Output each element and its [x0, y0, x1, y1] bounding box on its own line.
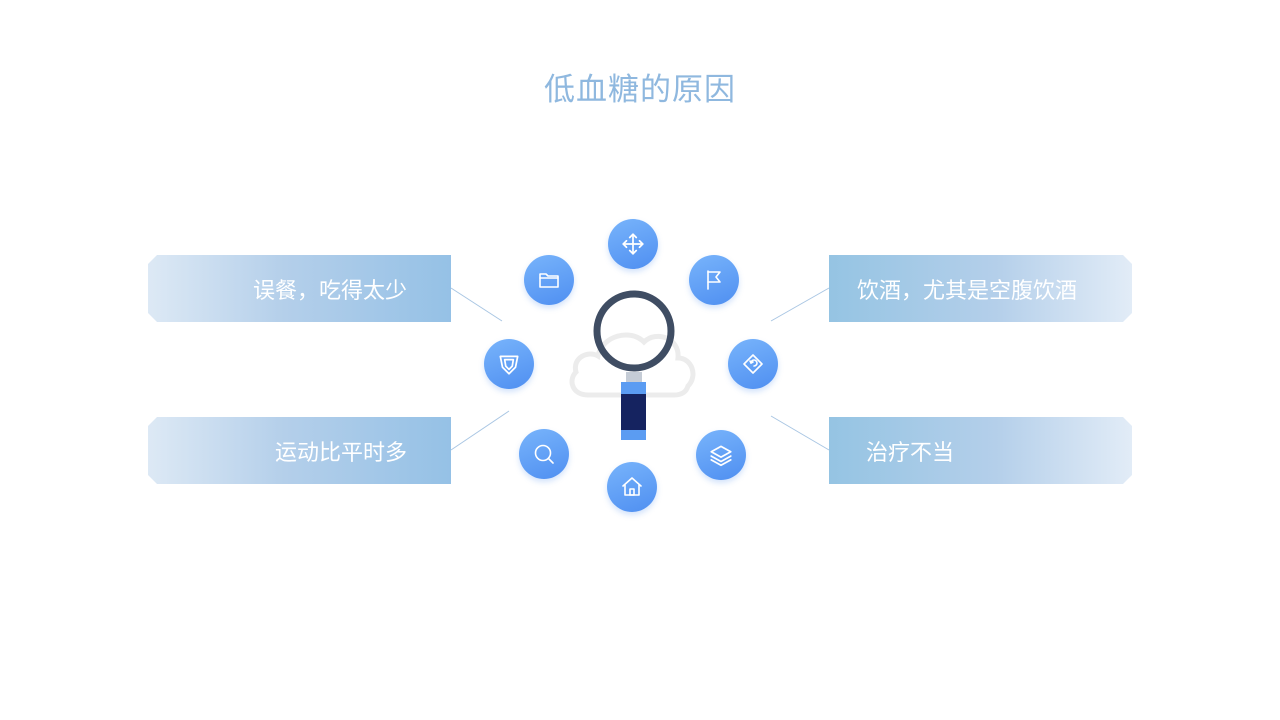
move-arrows-icon	[608, 219, 658, 269]
cause-label: 治疗不当	[866, 440, 955, 466]
magnifier-cloud-illustration	[569, 290, 696, 440]
tag-icon	[728, 339, 778, 389]
search-icon	[519, 429, 569, 479]
cause-box-missed-meal: 误餐，吃得太少	[148, 255, 451, 322]
cause-label: 误餐，吃得太少	[252, 278, 407, 304]
connector-line-2	[450, 410, 510, 451]
cause-box-improper-treatment: 治疗不当	[829, 417, 1132, 484]
cause-box-exercise: 运动比平时多	[148, 417, 451, 484]
flag-icon	[689, 255, 739, 305]
shield-icon	[484, 339, 534, 389]
page-title: 低血糖的原因	[544, 72, 736, 108]
cloud-icon	[569, 332, 696, 398]
folder-icon	[524, 255, 574, 305]
cause-label: 运动比平时多	[274, 440, 407, 466]
cause-box-alcohol: 饮酒，尤其是空腹饮酒	[829, 255, 1132, 322]
connector-line-4	[770, 415, 830, 451]
connector-line-1	[450, 287, 503, 322]
magnifier-icon	[593, 290, 675, 440]
home-icon	[607, 462, 657, 512]
connector-line-3	[770, 287, 830, 322]
layers-icon	[696, 430, 746, 480]
cause-label: 饮酒，尤其是空腹饮酒	[857, 278, 1078, 304]
